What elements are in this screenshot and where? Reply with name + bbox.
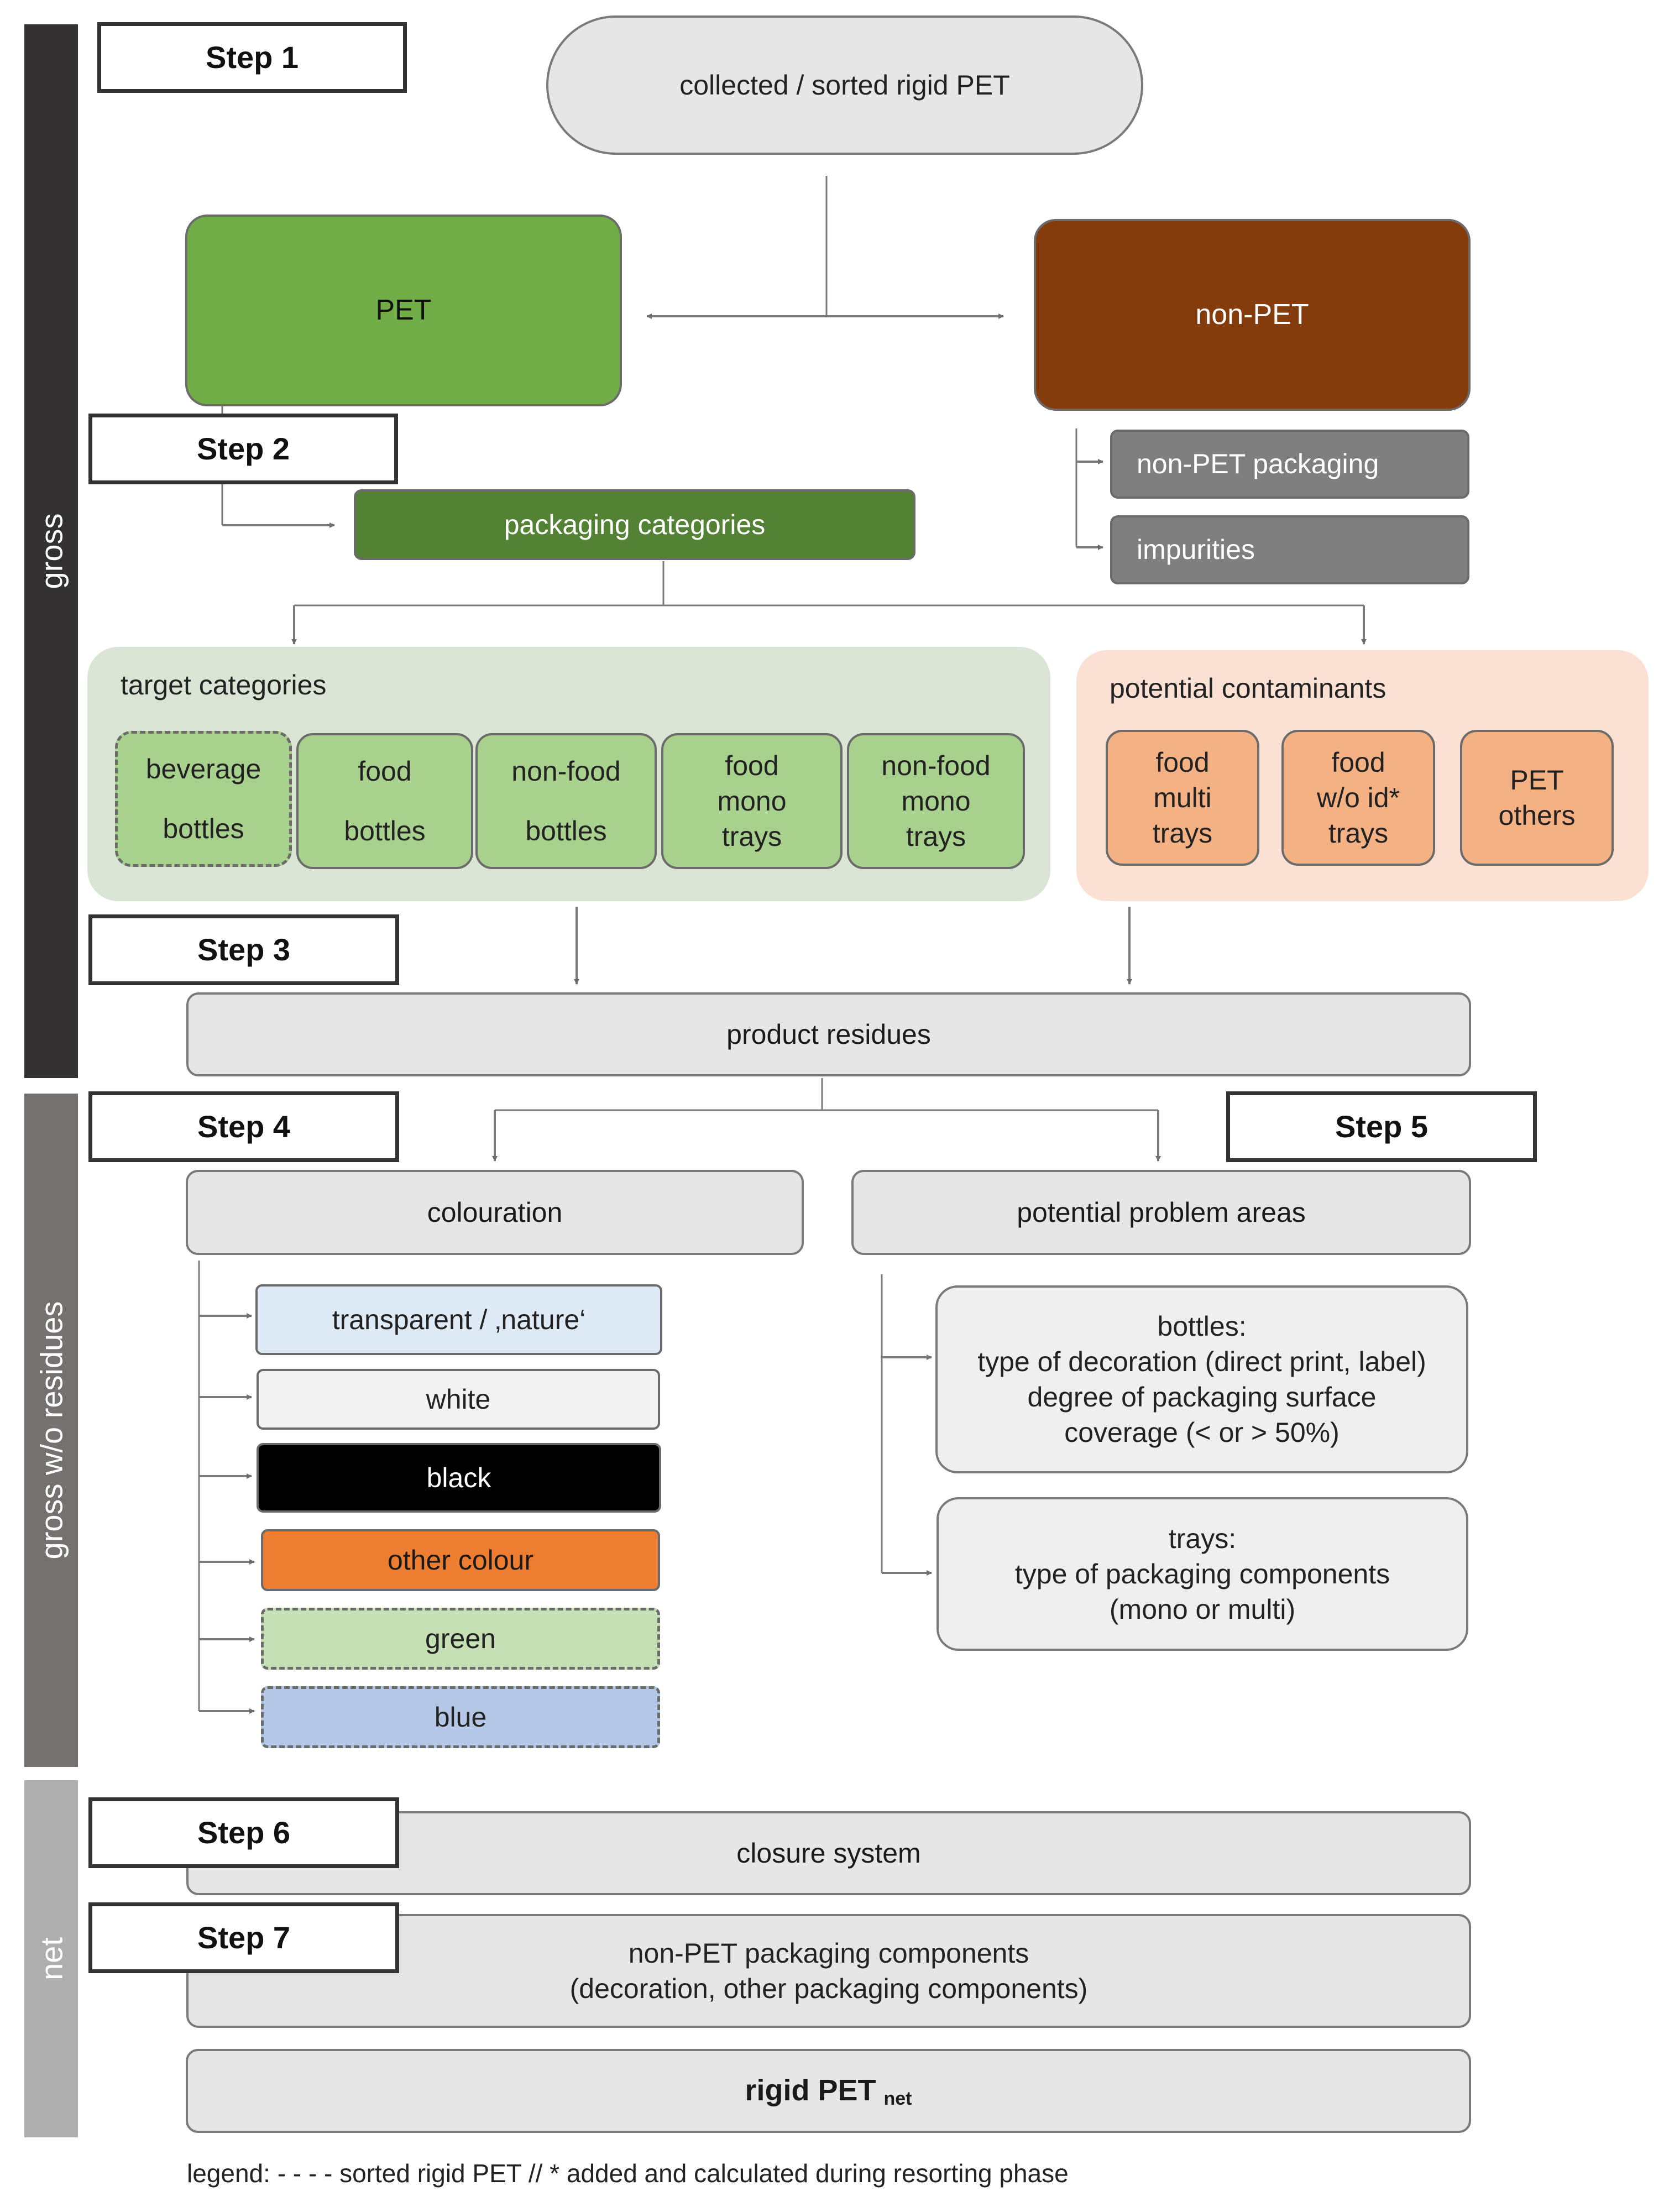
- step-3-label: Step 3: [88, 914, 399, 985]
- colour-white: white: [257, 1369, 660, 1430]
- category-line: trays: [1328, 818, 1389, 849]
- contaminant-pet-others: PET others: [1460, 730, 1614, 866]
- problem-line: type of decoration (direct print, label): [977, 1346, 1426, 1377]
- problem-areas-node: potential problem areas: [851, 1170, 1471, 1255]
- closure-system-node: closure system: [186, 1811, 1471, 1895]
- colour-green: green: [261, 1608, 660, 1670]
- source-node: collected / sorted rigid PET: [546, 15, 1143, 155]
- section-label-gross-wo-residues: gross w/o residues: [34, 1301, 69, 1560]
- section-label-gross: gross: [34, 513, 69, 589]
- problem-area-bottles: bottles: type of decoration (direct prin…: [935, 1285, 1468, 1473]
- problem-line: trays:: [1168, 1523, 1237, 1554]
- category-line: trays: [1152, 818, 1213, 849]
- target-categories-title: target categories: [121, 670, 327, 700]
- problem-line: bottles:: [1157, 1311, 1247, 1342]
- category-line: PET: [1510, 765, 1564, 796]
- rigid-pet-net-node: rigid PET net: [186, 2049, 1471, 2133]
- colour-black: black: [257, 1443, 661, 1513]
- category-line: food: [1331, 747, 1385, 778]
- packaging-categories-node: packaging categories: [354, 489, 915, 560]
- section-bar-gross-wo-residues: gross w/o residues: [24, 1094, 78, 1767]
- category-non-food-mono-trays: non-food mono trays: [847, 733, 1025, 869]
- colour-other: other colour: [261, 1529, 660, 1591]
- colouration-node: colouration: [186, 1170, 804, 1255]
- step-1-label: Step 1: [97, 22, 407, 93]
- components-line: non-PET packaging components: [628, 1938, 1029, 1969]
- section-bar-gross: gross: [24, 24, 78, 1078]
- colour-transparent: transparent / ‚nature‘: [255, 1284, 662, 1355]
- product-residues-node: product residues: [186, 992, 1471, 1076]
- category-line: trays: [721, 821, 782, 852]
- category-line: food: [1155, 747, 1210, 778]
- result-subscript: net: [883, 2088, 912, 2109]
- step-6-label: Step 6: [88, 1797, 399, 1868]
- category-line: food: [358, 756, 412, 787]
- category-line: bottles: [163, 813, 244, 844]
- problem-line: (mono or multi): [1109, 1594, 1296, 1625]
- category-line: multi: [1153, 782, 1212, 813]
- category-non-food-bottles: non-food bottles: [475, 733, 657, 869]
- non-pet-node: non-PET: [1034, 219, 1471, 411]
- pet-node: PET: [185, 215, 622, 406]
- step-7-label: Step 7: [88, 1902, 399, 1973]
- section-label-net: net: [34, 1937, 69, 1980]
- problem-line: degree of packaging surface: [1027, 1382, 1377, 1413]
- step-5-label: Step 5: [1226, 1091, 1537, 1162]
- potential-contaminants-title: potential contaminants: [1110, 673, 1387, 704]
- result-main: rigid PET: [745, 2074, 876, 2108]
- category-line: w/o id*: [1316, 782, 1400, 813]
- step-2-label: Step 2: [88, 414, 398, 484]
- category-line: mono: [901, 786, 971, 817]
- category-food-bottles: food bottles: [296, 733, 473, 869]
- category-line: non-food: [881, 750, 991, 781]
- category-line: non-food: [511, 756, 621, 787]
- category-line: food: [725, 750, 779, 781]
- category-line: trays: [906, 821, 966, 852]
- impurities-node: impurities: [1110, 515, 1469, 584]
- non-pet-components-node: non-PET packaging components (decoration…: [186, 1914, 1471, 2028]
- category-beverage-bottles: beverage bottles: [115, 731, 292, 867]
- components-line: (decoration, other packaging components): [569, 1973, 1088, 2004]
- category-line: others: [1498, 800, 1576, 831]
- contaminant-food-without-id-trays: food w/o id* trays: [1281, 730, 1435, 866]
- contaminant-food-multi-trays: food multi trays: [1106, 730, 1259, 866]
- legend-text: legend: - - - - sorted rigid PET // * ad…: [187, 2159, 1069, 2188]
- colour-blue: blue: [261, 1686, 660, 1748]
- category-line: bottles: [344, 815, 426, 846]
- non-pet-packaging-node: non-PET packaging: [1110, 430, 1469, 499]
- category-line: beverage: [145, 754, 261, 785]
- section-bar-net: net: [24, 1780, 78, 2137]
- problem-area-trays: trays: type of packaging components (mon…: [936, 1497, 1468, 1651]
- step-4-label: Step 4: [88, 1091, 399, 1162]
- problem-line: coverage (< or > 50%): [1064, 1417, 1340, 1448]
- problem-line: type of packaging components: [1014, 1559, 1390, 1589]
- category-line: mono: [717, 786, 787, 817]
- category-line: bottles: [525, 815, 607, 846]
- category-food-mono-trays: food mono trays: [661, 733, 843, 869]
